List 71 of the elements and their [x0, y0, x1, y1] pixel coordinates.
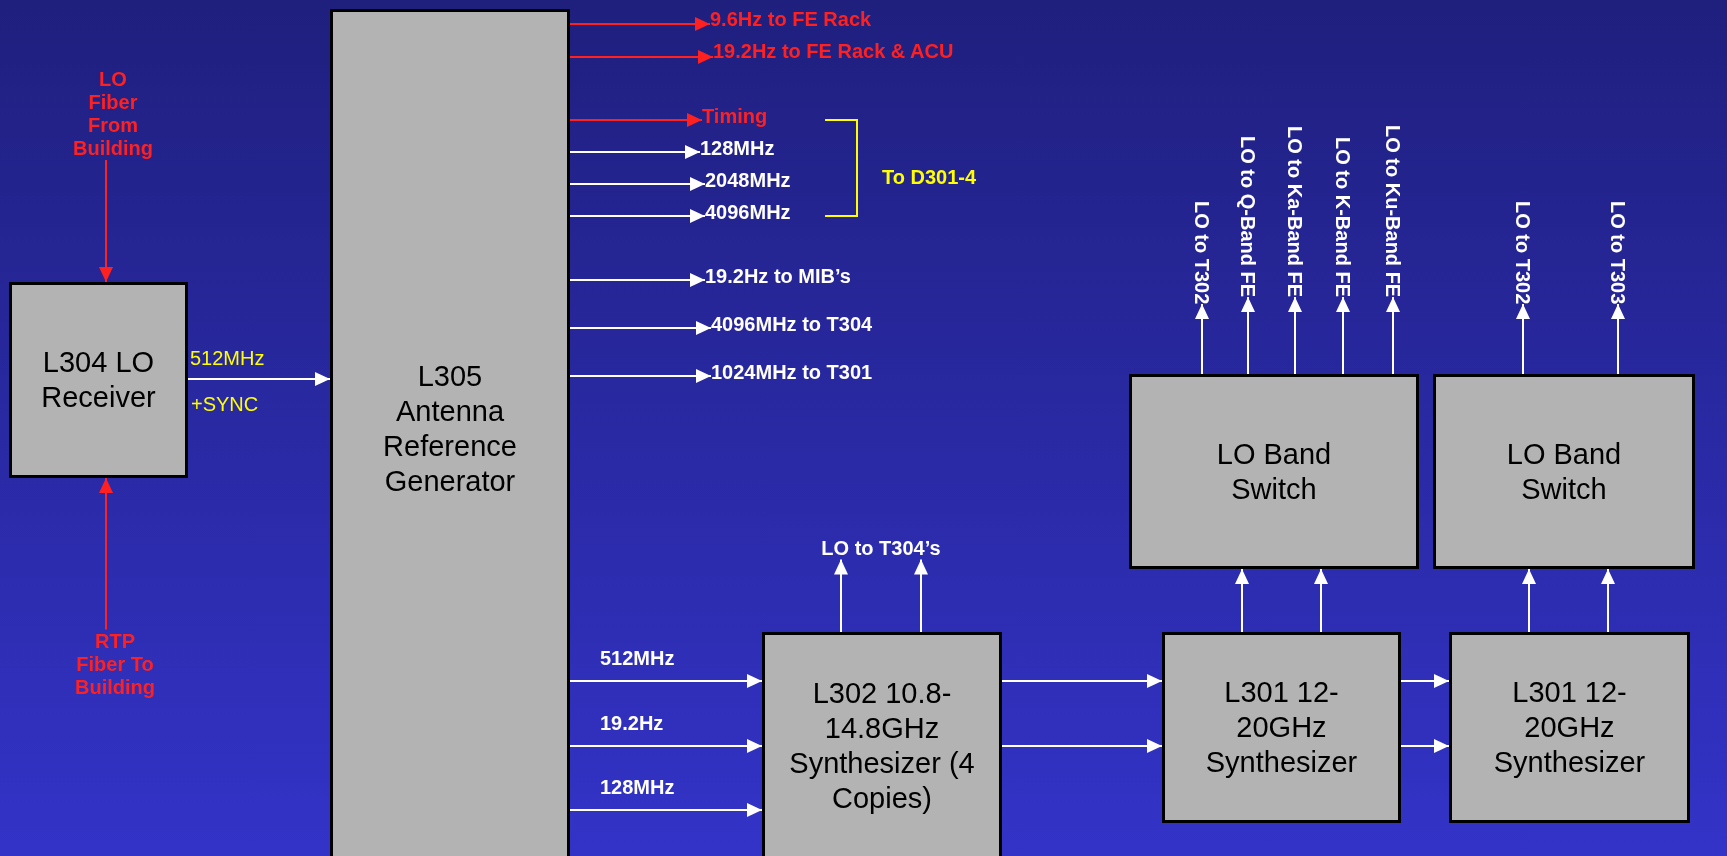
signal-label: Timing [702, 104, 768, 128]
arrow [1336, 296, 1350, 375]
signal-label: LO to T302 [1191, 200, 1213, 304]
arrow [569, 50, 714, 64]
arrow [569, 803, 763, 817]
signal-label: LO to K-Band FE [1332, 137, 1354, 297]
signal-label: 19.2Hz to FE Rack & ACU [713, 39, 954, 63]
block-box [762, 632, 1002, 856]
signal-label: LO to Ka-Band FE [1284, 125, 1306, 297]
arrow [834, 558, 848, 633]
destination-label: To D301-4 [882, 166, 977, 189]
block-title: L301 12-20GHz Synthesizer [1492, 675, 1647, 780]
edge-label: 19.2Hz [600, 712, 664, 735]
arrow [1001, 674, 1163, 688]
arrow [1314, 568, 1328, 633]
arrow [569, 17, 711, 31]
block-title: L305 Antenna Reference Generator [383, 359, 517, 499]
arrow [1611, 303, 1625, 375]
arrow [569, 739, 763, 753]
arrow [569, 674, 763, 688]
signal-label: 2048MHz [705, 168, 791, 192]
block-box [9, 282, 188, 478]
block-box [1129, 374, 1419, 569]
arrow [99, 159, 113, 283]
arrow [1235, 568, 1249, 633]
edge-label: 512MHz [190, 347, 265, 370]
arrow [1400, 739, 1450, 753]
signal-label: +SYNC [191, 393, 259, 416]
block-title: L304 LO Receiver [41, 345, 156, 415]
signal-label: 4096MHz [705, 200, 791, 224]
block-title: L302 10.8-14.8GHz Synthesizer (4 Copies) [788, 676, 976, 816]
signal-label: RTP Fiber To Building [75, 629, 155, 699]
signal-label: LO to T303 [1607, 200, 1629, 304]
arrow [1001, 739, 1163, 753]
signal-label: LO Fiber From Building [73, 68, 153, 160]
signal-label: LO to Q-Band FE [1237, 135, 1259, 297]
arrow [569, 145, 701, 159]
signal-label: LO to T304’s [821, 536, 941, 560]
arrow [187, 372, 331, 386]
block-title: LO Band Switch [1215, 436, 1333, 507]
block-title: L301 12-20GHz Synthesizer [1204, 675, 1359, 780]
signal-label: 1024MHz to T301 [711, 360, 873, 384]
arrow [914, 558, 928, 633]
arrow [569, 177, 706, 191]
block-box [1162, 632, 1401, 823]
block-box [330, 9, 570, 856]
arrow [569, 209, 706, 223]
arrow [1241, 296, 1255, 375]
arrow [569, 321, 712, 335]
arrow [1400, 674, 1450, 688]
arrow [1601, 568, 1615, 633]
signal-label: LO to T302 [1512, 200, 1534, 304]
signal-label: 9.6Hz to FE Rack [710, 7, 872, 31]
arrow [1386, 296, 1400, 375]
edge-label: 512MHz [600, 647, 675, 670]
signal-label: 4096MHz to T304 [711, 312, 873, 336]
block-box [1449, 632, 1690, 823]
edge-label: 128MHz [600, 776, 675, 799]
arrow [1195, 303, 1209, 375]
arrow [1288, 296, 1302, 375]
block-box [1433, 374, 1695, 569]
signal-label: 19.2Hz to MIB’s [705, 264, 851, 288]
arrow [569, 369, 712, 383]
arrow [1516, 303, 1530, 375]
signal-label: LO to Ku-Band FE [1382, 124, 1404, 297]
arrow [99, 477, 113, 631]
signal-label: 128MHz [700, 136, 775, 160]
block-title: LO Band Switch [1505, 436, 1623, 507]
arrow [1522, 568, 1536, 633]
arrow [569, 113, 703, 127]
arrow [569, 273, 706, 287]
